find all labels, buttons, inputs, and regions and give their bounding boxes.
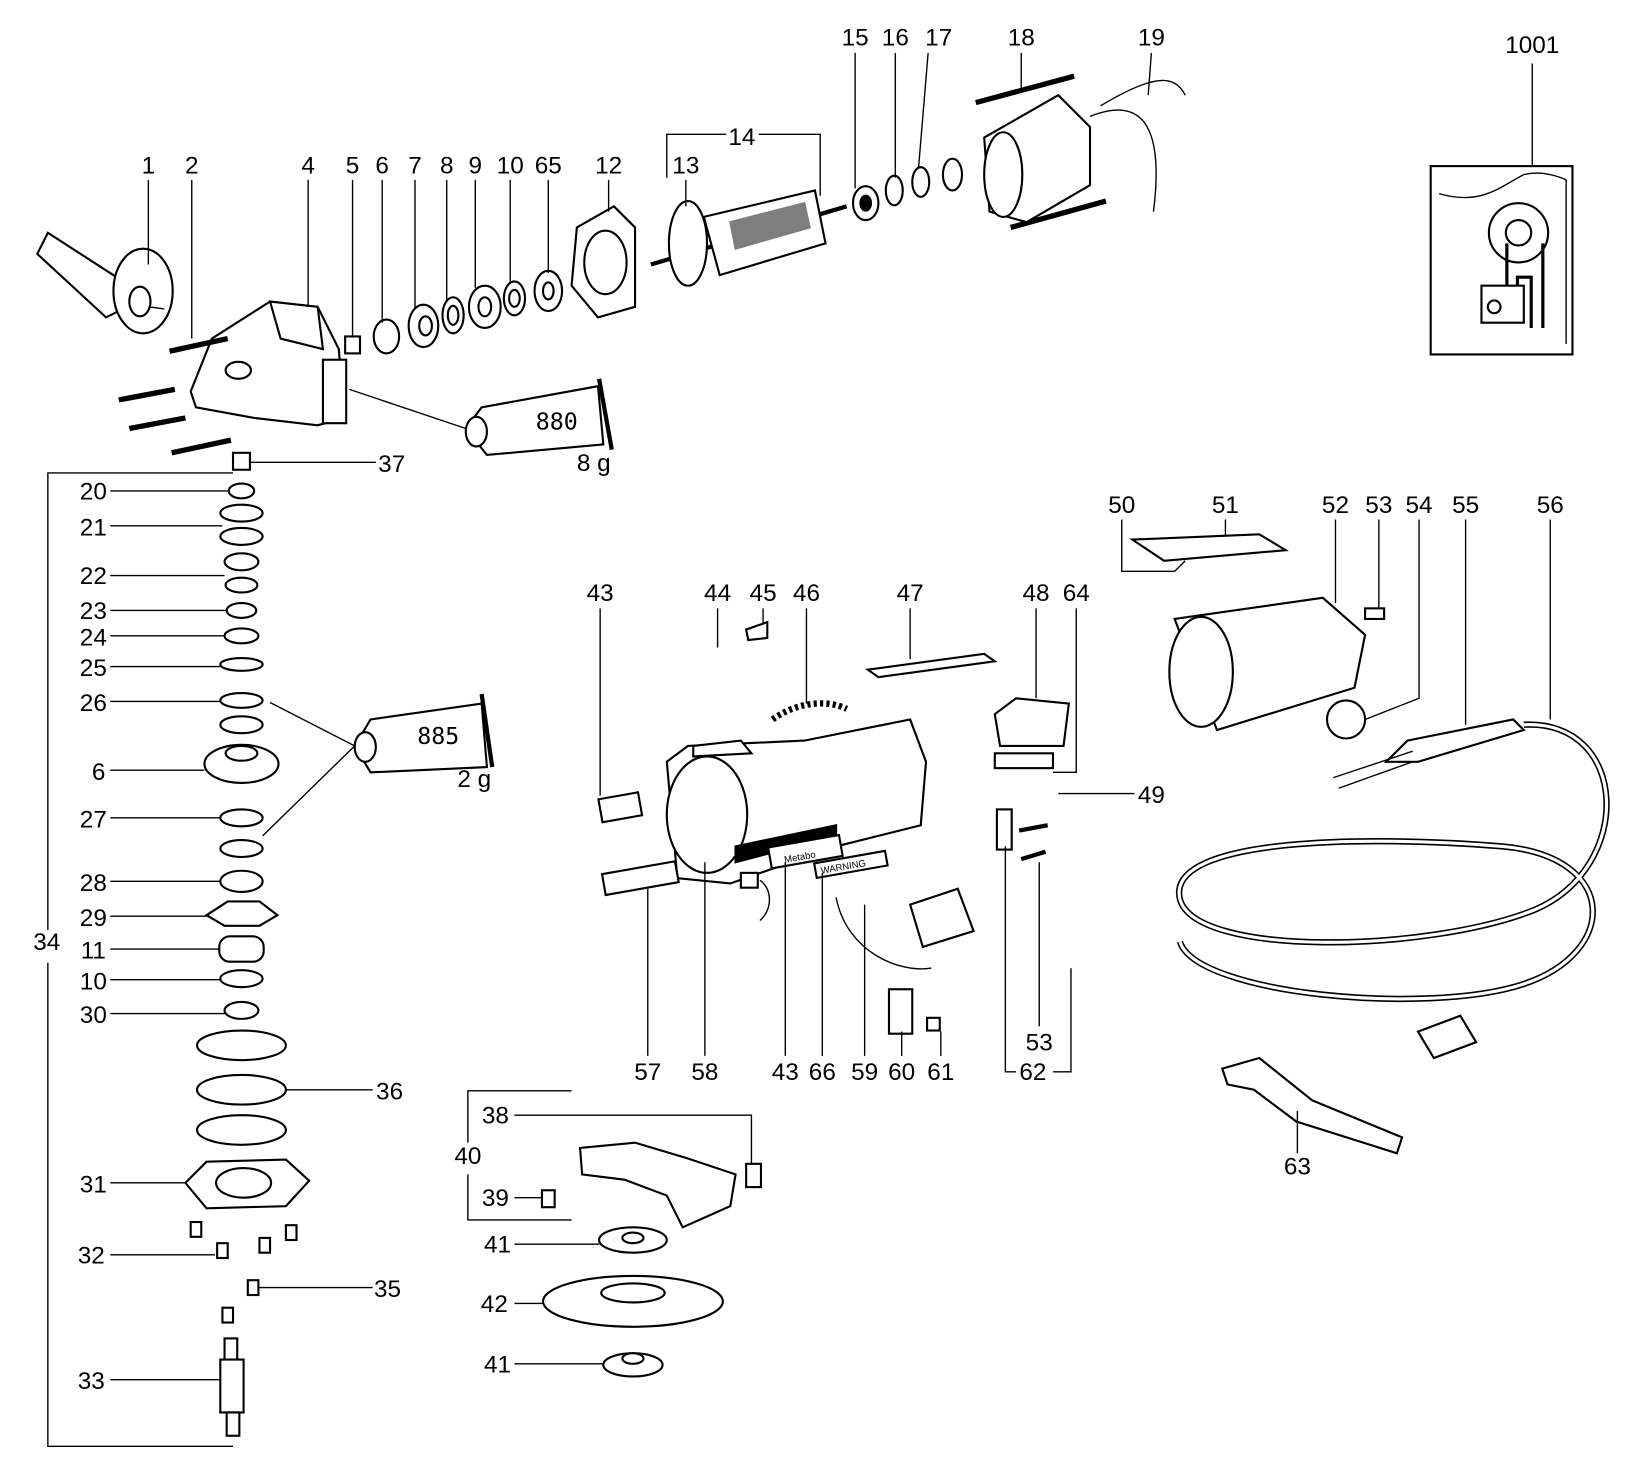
callout-24: 24 (80, 624, 107, 651)
callout-50: 50 (1108, 492, 1135, 519)
part-wiring-diagram-1001 (1429, 165, 1574, 356)
leader-lines (47, 52, 1551, 1448)
callout-39: 39 (482, 1185, 509, 1212)
part-spindle-stack (183, 451, 311, 1437)
part-labels: Metabo WARNING (597, 791, 889, 897)
part-motor-housing (665, 620, 998, 885)
callout-56: 56 (1537, 492, 1564, 519)
callout-31: 31 (80, 1171, 107, 1198)
callout-45: 45 (750, 580, 777, 607)
callout-66: 66 (809, 1059, 836, 1086)
part-motor-cover-and-cord (1129, 533, 1610, 1155)
callout-61: 61 (927, 1059, 954, 1086)
callout-17: 17 (925, 24, 952, 51)
callout-20: 20 (80, 478, 107, 505)
callout-34: 34 (33, 929, 60, 956)
tube-amount-8g: 8 g (577, 450, 611, 477)
callout-42: 42 (481, 1291, 508, 1318)
callout-27: 27 (80, 806, 107, 833)
callout-40: 40 (454, 1143, 481, 1170)
callout-7: 7 (408, 153, 422, 180)
callout-35: 35 (374, 1276, 401, 1303)
callout-22: 22 (80, 563, 107, 590)
callout-59: 59 (851, 1059, 878, 1086)
callout-54: 54 (1406, 492, 1433, 519)
callout-37: 37 (378, 451, 405, 478)
callout-63: 63 (1284, 1153, 1311, 1180)
callout-23: 23 (80, 598, 107, 625)
callout-51: 51 (1212, 492, 1239, 519)
part-bearings-row (344, 269, 564, 355)
callout-38: 38 (482, 1103, 509, 1130)
callout-1: 1 (142, 153, 156, 180)
callout-13: 13 (672, 153, 699, 180)
callout-43b: 43 (772, 1059, 799, 1086)
callout-44: 44 (704, 580, 731, 607)
part-armature (650, 189, 848, 287)
callout-62: 62 (1019, 1059, 1046, 1086)
callout-33: 33 (78, 1368, 105, 1395)
callout-18: 18 (1008, 24, 1035, 51)
callout-6b: 6 (92, 759, 106, 786)
callout-52: 52 (1322, 492, 1349, 519)
part-screws-housing (118, 335, 232, 456)
callout-15: 15 (842, 24, 869, 51)
nameplate-text: Metabo (783, 849, 816, 865)
part-gear-housing (189, 300, 348, 427)
part-field-coil (975, 73, 1186, 231)
tube-code-885: 885 (417, 723, 459, 750)
callout-9: 9 (469, 153, 483, 180)
callout-41b: 41 (484, 1351, 511, 1378)
callout-28: 28 (80, 870, 107, 897)
part-bearing-rings (851, 157, 964, 222)
part-guard-assembly (540, 1141, 763, 1378)
callout-55: 55 (1452, 492, 1479, 519)
callout-2: 2 (185, 153, 199, 180)
callout-25: 25 (80, 655, 107, 682)
callout-10b: 10 (80, 968, 107, 995)
callout-6: 6 (375, 153, 389, 180)
callout-14: 14 (728, 124, 755, 151)
part-switch-and-electrics (739, 697, 1071, 1035)
callout-41: 41 (484, 1232, 511, 1259)
callout-53: 53 (1365, 492, 1392, 519)
callout-10: 10 (497, 153, 524, 180)
part-grease-tube-885: 885 2 g (353, 693, 495, 793)
part-side-handle (35, 231, 174, 335)
callout-58: 58 (691, 1059, 718, 1086)
callout-60: 60 (888, 1059, 915, 1086)
callout-8: 8 (440, 153, 454, 180)
callout-46: 46 (793, 580, 820, 607)
callout-5: 5 (346, 153, 360, 180)
callout-65: 65 (535, 153, 562, 180)
tube-amount-2g: 2 g (457, 766, 491, 793)
callout-11: 11 (81, 938, 106, 965)
callout-53b: 53 (1026, 1030, 1053, 1057)
callout-21: 21 (80, 514, 107, 541)
callout-29: 29 (80, 905, 107, 932)
callout-36: 36 (376, 1078, 403, 1105)
callout-30: 30 (80, 1002, 107, 1029)
callout-57: 57 (634, 1059, 661, 1086)
callout-4: 4 (301, 153, 315, 180)
callout-1001: 1001 (1505, 32, 1559, 59)
callout-49: 49 (1138, 782, 1165, 809)
callout-32: 32 (78, 1242, 105, 1269)
callout-19: 19 (1138, 24, 1165, 51)
callout-numbers: 1 2 4 5 6 7 8 9 10 65 12 13 14 15 16 17 … (33, 24, 1564, 1395)
callout-47: 47 (897, 580, 924, 607)
part-fan-baffle (570, 204, 637, 319)
callout-16: 16 (882, 24, 909, 51)
part-grease-tube-880: 880 8 g (464, 378, 614, 477)
callout-48: 48 (1023, 580, 1050, 607)
tube-code-880: 880 (536, 409, 578, 436)
callout-43: 43 (587, 580, 614, 607)
callout-64: 64 (1063, 580, 1090, 607)
callout-26: 26 (80, 690, 107, 717)
callout-12: 12 (595, 153, 622, 180)
